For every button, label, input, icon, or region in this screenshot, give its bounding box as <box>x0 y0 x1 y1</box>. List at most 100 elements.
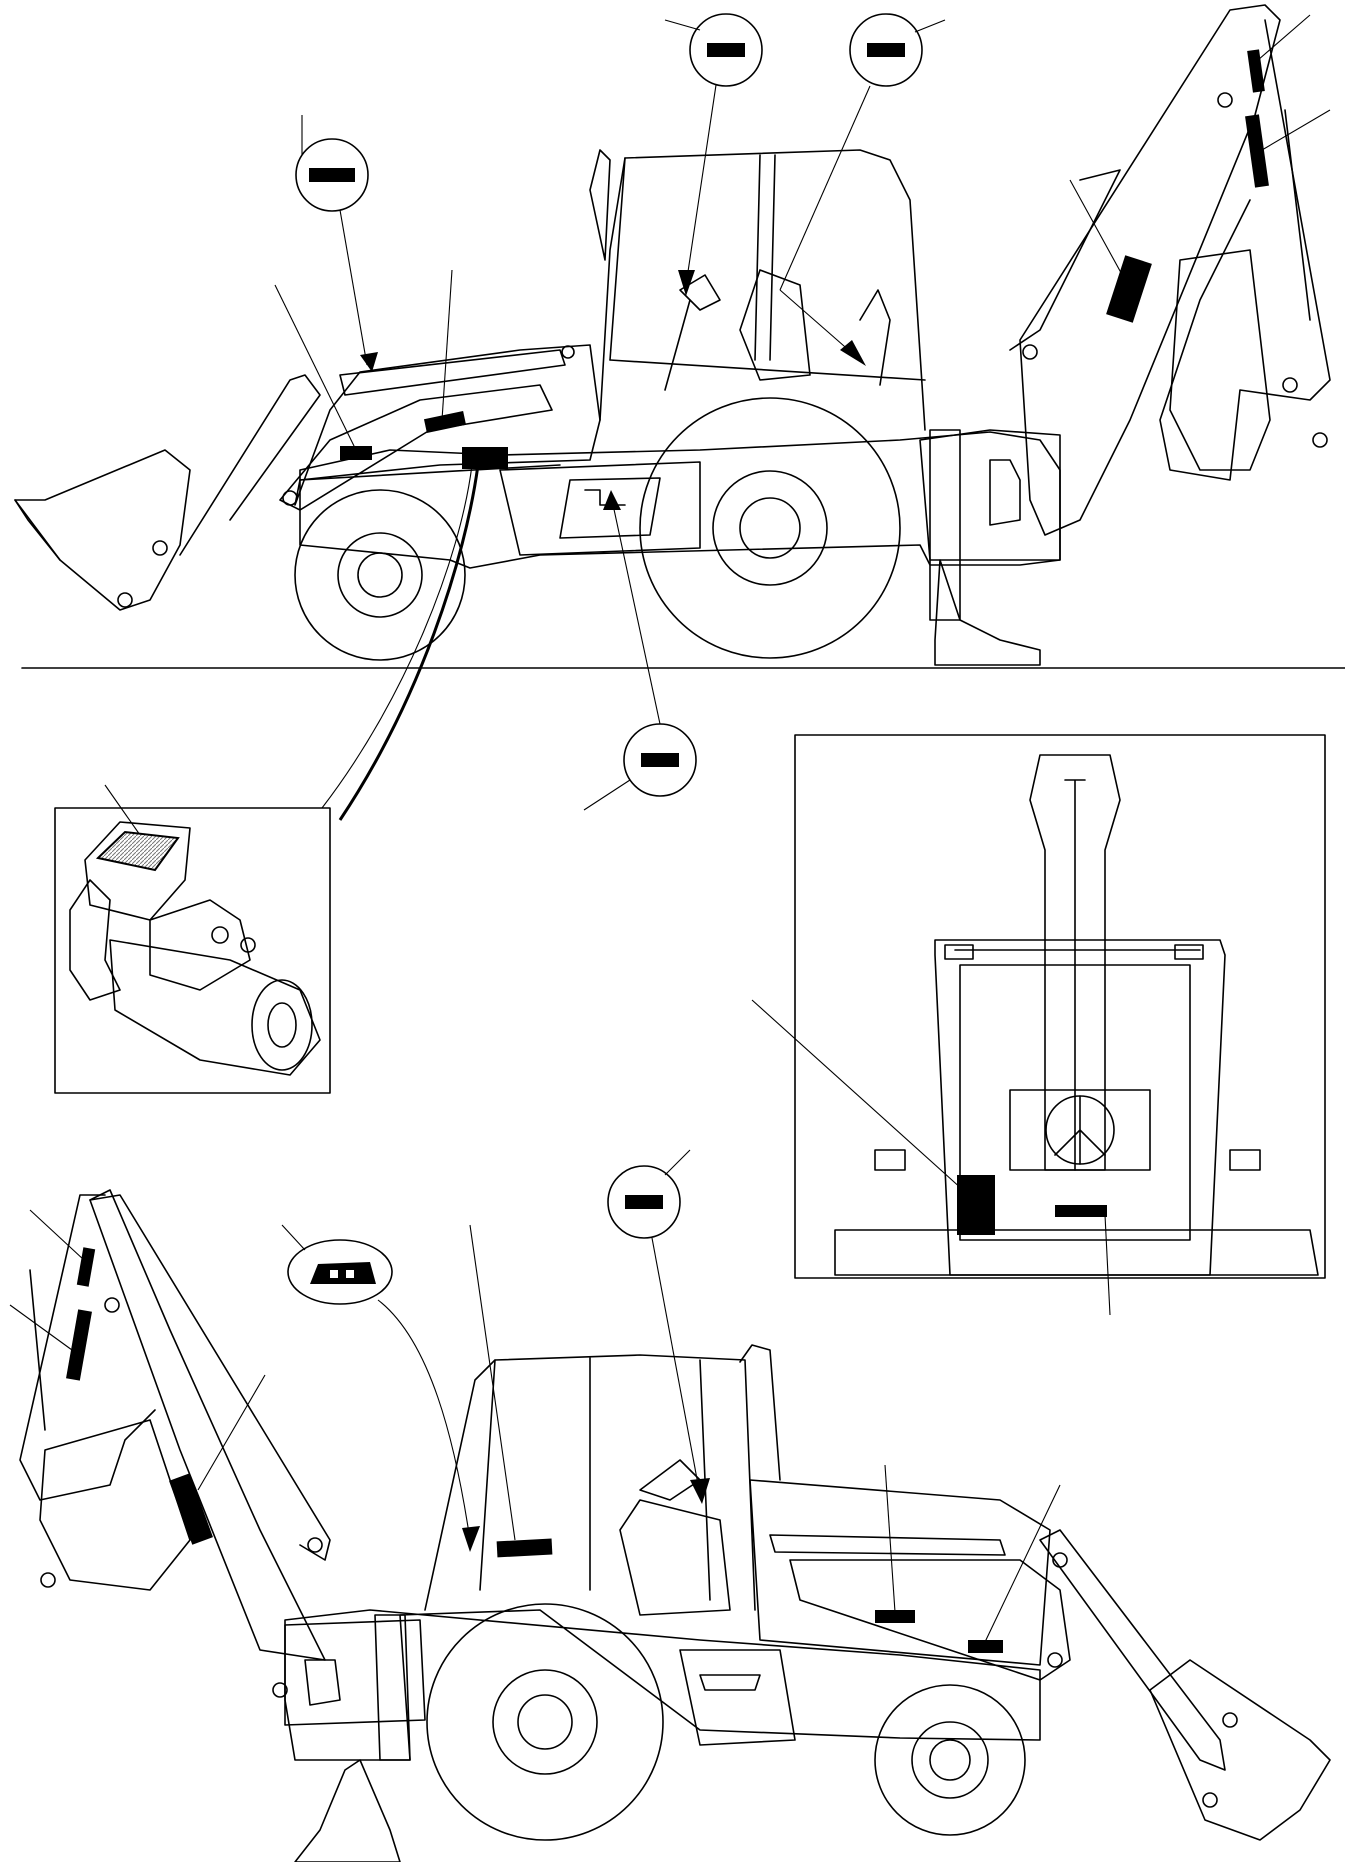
exhaust-pipe <box>589 149 611 261</box>
rear-wheel-right <box>426 1603 664 1841</box>
dipper-cylinder-right <box>29 1269 46 1431</box>
boom-cylinder <box>1009 169 1121 351</box>
callout-seat <box>779 13 946 366</box>
backhoe-boom <box>1019 4 1281 536</box>
loader-link-right <box>1039 1529 1226 1771</box>
exhaust-right <box>739 1344 781 1481</box>
callout-fuse-panel <box>281 1224 480 1552</box>
detail-frame <box>54 807 331 1094</box>
leader-decal-rear-pillar <box>751 999 964 1191</box>
decal-cab-floor <box>496 1538 553 1558</box>
leader-starter-decal <box>104 784 141 836</box>
step-handle <box>584 489 626 506</box>
leader-decal-cab-floor <box>469 1224 516 1541</box>
loader-link <box>179 374 321 556</box>
boom-outline-right <box>89 1194 331 1561</box>
cab-pillars-right <box>479 1357 711 1601</box>
rear-wheel <box>639 397 901 659</box>
steering-wheel <box>679 274 721 311</box>
engine-hood <box>294 344 601 506</box>
loader-bucket <box>14 449 191 611</box>
step-box-right <box>679 1649 796 1746</box>
loader-cylinder-right <box>769 1534 1006 1556</box>
bucket-edge <box>14 499 61 561</box>
dipper-arm-right <box>19 1194 156 1501</box>
loader-arm <box>279 384 553 511</box>
starter-motor-detail <box>54 784 331 1094</box>
decal-boom-right <box>169 1473 213 1545</box>
leader-decal-loader-arm-lower <box>984 1484 1061 1643</box>
control-levers <box>859 289 891 386</box>
decal-dipper-lower-right <box>66 1309 92 1381</box>
leader-decal-boom-right <box>197 1374 266 1491</box>
decal-starter-location <box>462 447 508 469</box>
solenoid-box <box>84 821 191 921</box>
cab-rear-window <box>954 949 1201 1241</box>
leader-decal-rear-seat <box>1104 1214 1111 1316</box>
front-wheel <box>294 489 466 661</box>
decal-rear-seat <box>1055 1205 1107 1217</box>
leader-decal-dipper-lower <box>1261 109 1331 151</box>
swing-post-right <box>374 1614 411 1761</box>
rear-lights <box>874 1149 1261 1171</box>
leader-decal-loader-arm-upper <box>884 1464 896 1613</box>
backhoe-bucket-right <box>39 1419 191 1591</box>
rear-fender <box>834 1229 1319 1276</box>
rear-cab-view <box>751 734 1326 1316</box>
stabilizer-foot-right <box>294 1759 401 1862</box>
decal-loader-arm-lower <box>340 446 372 460</box>
step-handle-right <box>699 1674 761 1691</box>
motor-end-cap <box>251 979 313 1071</box>
leader-decal-dipper-upper <box>1257 14 1311 61</box>
leader-decal-arm-upper <box>441 269 453 421</box>
callout-steering <box>664 13 763 296</box>
dipper-arm <box>1159 19 1331 481</box>
leader-decal-arm-lower <box>274 284 356 449</box>
left-side-view <box>14 4 1345 821</box>
loader-bucket-right <box>1149 1659 1331 1841</box>
decal-loader-arm-right-lower <box>968 1640 1003 1653</box>
loader-cylinder <box>339 349 566 396</box>
backhoe-bucket <box>1169 249 1271 471</box>
mount-flange <box>69 879 121 1001</box>
leader-decal-dipper-upper-right <box>29 1209 85 1261</box>
decal-loader-arm-right-upper <box>875 1610 915 1623</box>
swing-post <box>929 429 961 621</box>
decal-boom-side <box>1106 255 1152 323</box>
step-box <box>499 461 701 556</box>
step-panel <box>559 477 661 539</box>
operator-seat <box>664 269 811 391</box>
cab-floor <box>609 359 926 381</box>
callout-loader-cylinder <box>295 115 378 372</box>
cab-pillars <box>609 154 776 361</box>
leader-starter-detail <box>338 464 480 821</box>
decal-dipper-lower <box>1245 114 1269 188</box>
decal-loader-arm-upper <box>423 410 467 434</box>
rear-frame <box>794 734 1326 1279</box>
backhoe-boom-right <box>89 1189 326 1661</box>
cab-frame <box>599 149 926 431</box>
starter-decal <box>95 830 180 872</box>
right-side-view <box>9 1149 1331 1862</box>
dipper-line <box>1064 779 1086 1171</box>
cab-frame-right <box>424 1354 756 1611</box>
leader-starter-detail-outline <box>321 464 473 809</box>
operator-seat-right <box>619 1499 731 1616</box>
leader-decal-boom <box>1069 179 1126 281</box>
decal-rear-pillar <box>957 1175 995 1235</box>
leader-decal-dipper-lower-right <box>9 1304 73 1351</box>
chassis-right <box>284 1609 1041 1761</box>
swing-lock <box>989 459 1021 526</box>
seat-back <box>1009 1089 1151 1171</box>
motor-body <box>109 939 321 1076</box>
solenoid-body <box>149 899 251 991</box>
decal-dipper-upper <box>1247 49 1265 93</box>
decal-dipper-upper-right <box>76 1247 96 1287</box>
hood-line <box>299 464 561 481</box>
loader-arm-right <box>789 1559 1071 1681</box>
front-wheel-right <box>874 1684 1026 1836</box>
swing-lock-right <box>304 1659 341 1706</box>
engine-hood-right <box>749 1479 1051 1666</box>
